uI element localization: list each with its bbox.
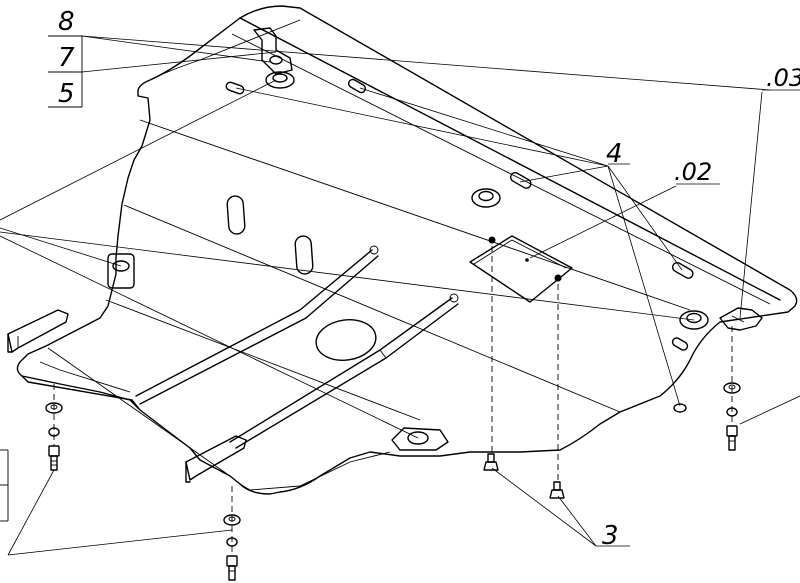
- callout-label-7: 7: [58, 43, 75, 73]
- access-hatch: [469, 235, 573, 303]
- captive-nuts: [107, 71, 709, 451]
- callout-label-5: 5: [58, 79, 75, 109]
- fastener-bottom-bolts: [483, 453, 565, 499]
- assembly-axes: [53, 246, 733, 556]
- leader-lines: [0, 35, 800, 556]
- callout-label-02: .02: [674, 158, 712, 186]
- callout-stack-left-bottom: [0, 449, 9, 522]
- callout-label-4: 4: [606, 139, 623, 169]
- callout-label-03: .03: [766, 64, 800, 92]
- plate-slots: [225, 78, 694, 361]
- bracket-left-front: [7, 309, 69, 353]
- skid-plate-body: [16, 5, 798, 495]
- callout-labels: .03 4 .02 3: [602, 64, 800, 551]
- callout-label-8: 8: [58, 7, 75, 37]
- callout-stack-left: 8 7 5: [48, 7, 83, 109]
- bracket-right-rear: [719, 307, 763, 331]
- callout-label-3: 3: [602, 521, 619, 551]
- brace-bars: [135, 245, 459, 449]
- bracket-center-front: [185, 435, 247, 483]
- fastener-stack-center: [223, 514, 241, 581]
